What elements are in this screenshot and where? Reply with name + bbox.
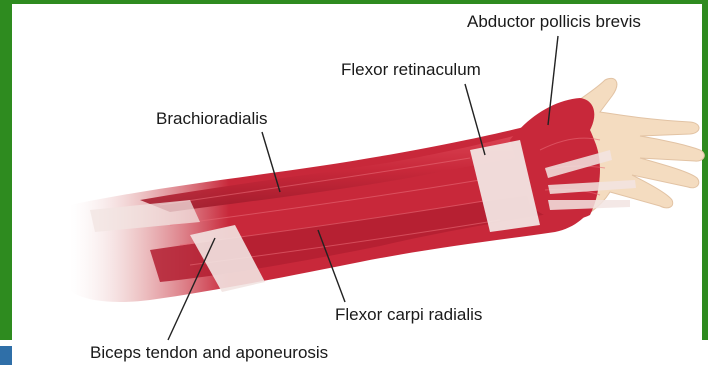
label-flexor-carpi-radialis: Flexor carpi radialis: [335, 306, 482, 323]
label-abductor-pollicis-brevis: Abductor pollicis brevis: [467, 13, 641, 30]
label-biceps-tendon: Biceps tendon and aponeurosis: [90, 344, 328, 361]
label-flexor-retinaculum: Flexor retinaculum: [341, 61, 481, 78]
label-brachioradialis: Brachioradialis: [156, 110, 268, 127]
